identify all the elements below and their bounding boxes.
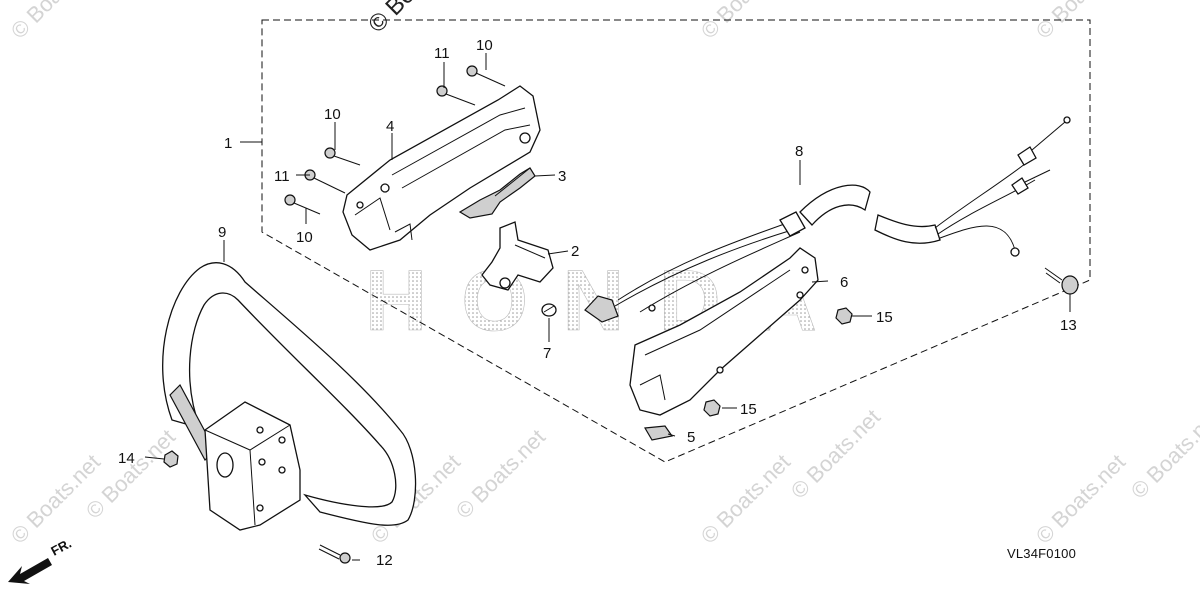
handle-lower-housing: [629, 247, 819, 416]
spring: [541, 303, 557, 317]
direction-label: FR.: [48, 536, 74, 559]
callout-11a: 11: [434, 45, 450, 62]
callout-2: 2: [571, 243, 579, 260]
corner-watermark: © Boats.net: [1031, 449, 1130, 548]
corner-watermark: © Boats.net: [451, 424, 550, 523]
callout-10a: 10: [476, 37, 493, 54]
corner-watermark: © Boats.net: [696, 0, 795, 44]
corner-watermark: © Boats.net: [1126, 404, 1200, 503]
corner-watermark: © Boats.net: [6, 0, 105, 44]
bolt: [466, 65, 506, 87]
nut: [835, 307, 853, 325]
diagram-code: VL34F0100: [1007, 546, 1077, 561]
bolt: [284, 194, 321, 215]
callout-3: 3: [558, 168, 566, 185]
callout-4: 4: [386, 118, 394, 135]
callout-1: 1: [224, 135, 232, 152]
callout-8: 8: [795, 143, 803, 160]
callout-15b: 15: [740, 401, 757, 418]
callout-6: 6: [840, 274, 848, 291]
nut: [163, 450, 179, 468]
callout-9: 9: [218, 224, 226, 241]
bolt: [304, 169, 346, 194]
callout-7: 7: [543, 345, 551, 362]
bolt: [436, 85, 476, 106]
pad: [644, 425, 674, 441]
callout-12: 12: [376, 552, 393, 569]
corner-watermark: © Boats.net: [1031, 0, 1130, 44]
corner-watermark: © Boats.net: [696, 449, 795, 548]
callout-5: 5: [687, 429, 695, 446]
front-direction-arrow-icon: [8, 558, 52, 584]
throttle-cable: [584, 116, 1071, 323]
callout-10b: 10: [324, 106, 341, 123]
callout-10c: 10: [296, 229, 313, 246]
callout-14: 14: [118, 450, 135, 467]
assembly-boundary: [261, 19, 1091, 463]
corner-watermark: © Boats.net: [786, 404, 885, 503]
handle-bar-mount: [204, 401, 301, 531]
callout-13: 13: [1060, 317, 1077, 334]
callout-15a: 15: [876, 309, 893, 326]
corner-watermark: © Boats.net: [366, 449, 465, 548]
handle-upper-housing: [342, 85, 541, 251]
bolt: [318, 544, 351, 564]
bolt: [324, 147, 361, 166]
leader-lines: [144, 53, 1071, 561]
nut: [703, 399, 721, 417]
stop-lever: [481, 221, 554, 291]
bolt: [1044, 267, 1079, 295]
callout-11b: 11: [274, 168, 290, 185]
top-watermark: © Bo: [363, 0, 420, 38]
